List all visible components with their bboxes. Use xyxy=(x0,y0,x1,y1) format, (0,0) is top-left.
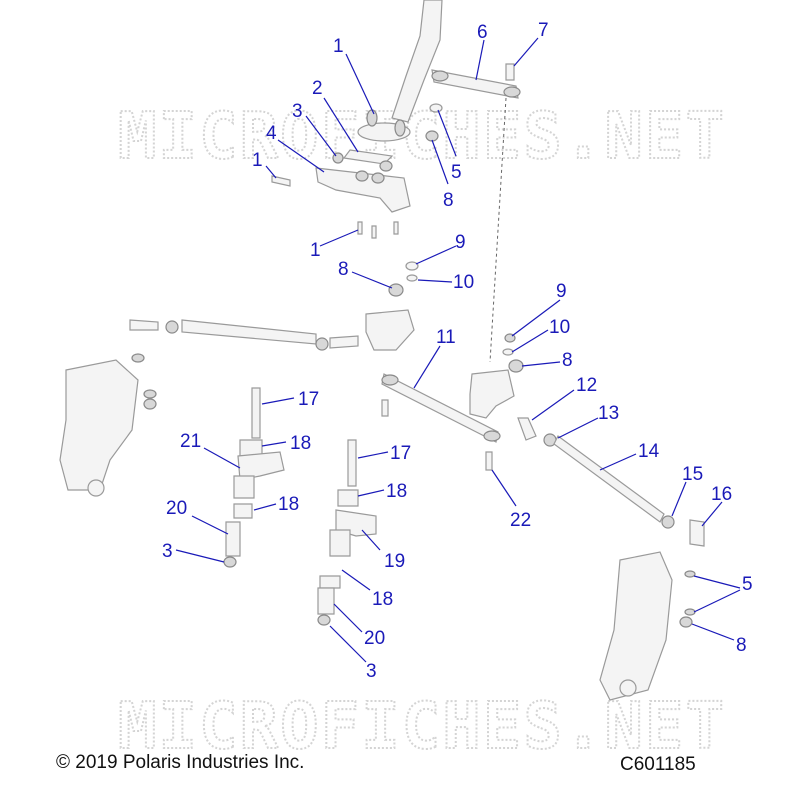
callout-5: 5 xyxy=(742,574,753,595)
left-tie-rod xyxy=(129,309,415,351)
mount-bracket xyxy=(315,160,411,213)
callout-8: 8 xyxy=(338,259,349,280)
callout-17: 17 xyxy=(298,389,319,410)
leader-lines xyxy=(175,37,741,663)
diagram-code: C601185 xyxy=(620,754,696,775)
callout-9: 9 xyxy=(556,281,567,302)
callout-9: 9 xyxy=(455,232,466,253)
callout-13: 13 xyxy=(598,403,619,424)
callout-labels: 1 2 3 4 1 1 6 7 5 8 9 8 10 9 10 8 11 12 … xyxy=(162,20,753,682)
callout-5: 5 xyxy=(451,162,462,183)
callout-8: 8 xyxy=(562,350,573,371)
callout-18: 18 xyxy=(372,589,393,610)
callout-21: 21 xyxy=(180,431,201,452)
right-spindle xyxy=(599,551,696,701)
callout-1: 1 xyxy=(252,150,263,171)
right-tie-rod xyxy=(517,417,705,547)
callout-16: 16 xyxy=(711,484,732,505)
callout-10: 10 xyxy=(549,317,570,338)
callout-20: 20 xyxy=(364,628,385,649)
right-bellcrank-stack xyxy=(317,439,377,626)
callout-2: 2 xyxy=(312,78,323,99)
callout-14: 14 xyxy=(638,441,660,462)
center-drag-link xyxy=(381,373,501,471)
callout-17: 17 xyxy=(390,443,411,464)
callout-11: 11 xyxy=(436,327,456,348)
left-spindle xyxy=(59,353,157,497)
callout-8: 8 xyxy=(736,635,747,656)
callout-4: 4 xyxy=(266,123,277,144)
upper-link-arm xyxy=(431,63,521,99)
watermark-bottom: MICROFICHES.NET xyxy=(118,690,726,764)
callout-18: 18 xyxy=(290,433,311,454)
callout-3: 3 xyxy=(366,661,377,682)
left-bellcrank-stack xyxy=(223,387,285,568)
callout-20: 20 xyxy=(166,498,187,519)
callout-3: 3 xyxy=(292,101,303,122)
watermark-top: MICROFICHES.NET xyxy=(118,100,726,174)
callout-6: 6 xyxy=(477,22,488,43)
callout-18: 18 xyxy=(278,494,299,515)
alignment-line xyxy=(489,97,507,363)
callout-1: 1 xyxy=(310,240,321,261)
callout-8: 8 xyxy=(443,190,454,211)
callout-22: 22 xyxy=(510,510,531,531)
callout-19: 19 xyxy=(384,551,405,572)
callout-15: 15 xyxy=(682,464,703,485)
callout-10: 10 xyxy=(453,272,474,293)
callout-3: 3 xyxy=(162,541,173,562)
right-idler-arm xyxy=(469,333,524,419)
copyright-text: © 2019 Polaris Industries Inc. xyxy=(56,752,305,773)
callout-18: 18 xyxy=(386,481,407,502)
callout-7: 7 xyxy=(538,20,549,41)
steering-column xyxy=(357,0,443,142)
small-fasteners-top xyxy=(271,103,443,297)
callout-12: 12 xyxy=(576,375,597,396)
callout-1: 1 xyxy=(333,36,344,57)
